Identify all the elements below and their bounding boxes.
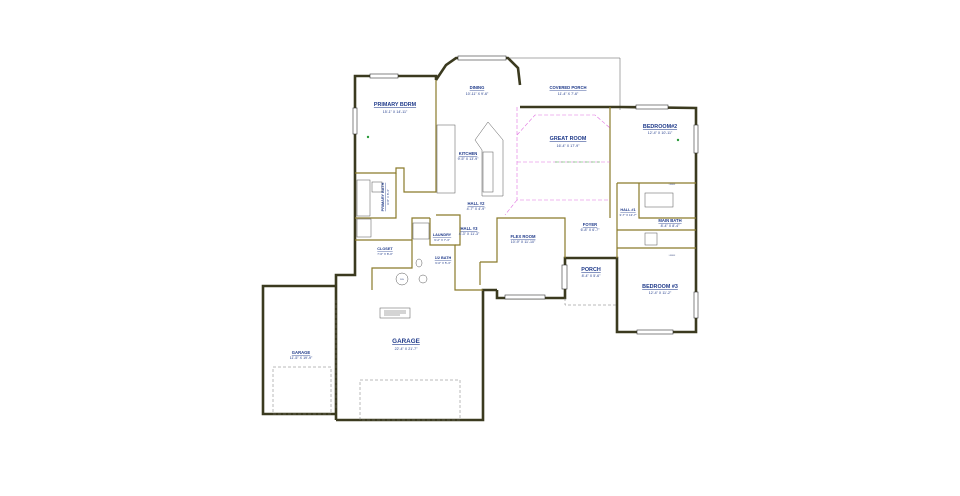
ceiling-lines — [504, 107, 611, 216]
garage-main-name: GARAGE — [392, 338, 420, 345]
hall3-dim: 4'-3" X 11'-3" — [459, 232, 480, 236]
covered-porch-dim: 11'-4" X 7'-6" — [558, 92, 579, 96]
linen-label-2: LINEN — [669, 255, 676, 257]
half-bath-name: 1/2 BATH — [435, 256, 452, 260]
bedroom3-name: BEDROOM #3 — [642, 284, 678, 290]
hall2-name: HALL #2 — [468, 201, 486, 206]
room-laundry: LAUNDRY 6'-2" X 7'-3" — [433, 233, 452, 242]
hall1-dim: 3'-7" X 13'-7" — [619, 213, 636, 217]
foyer-dim: 6'-8" X 6'-7" — [581, 228, 600, 232]
primary-bath-dim: 9'-8" X 8'-4" — [386, 189, 390, 205]
covered-porch-name: COVERED PORCH — [550, 85, 587, 90]
foyer-name: FOYER — [583, 222, 597, 227]
room-half-bath: 1/2 BATH 6'-0" X 5'-3" — [435, 256, 452, 265]
room-bedroom2: BEDROOM#2 12'-4" X 10'-11" — [643, 124, 677, 135]
room-garage-main: GARAGE 22'-4" X 21'-7" — [392, 338, 420, 351]
room-primary-bdrm: PRIMARY BDRM 15'-1" X 14'-11" — [374, 102, 417, 114]
primary-bdrm-name: PRIMARY BDRM — [374, 102, 417, 108]
porch-name: PORCH — [581, 267, 601, 273]
marker-dot — [366, 135, 370, 139]
porch-dim: 8'-4" X 5'-6" — [582, 274, 601, 278]
room-primary-bath: PRIMARY BATH 9'-8" X 8'-4" — [381, 182, 390, 211]
windows — [352, 55, 699, 335]
half-bath-dim: 6'-0" X 5'-3" — [435, 261, 451, 265]
flex-room-dim: 10'-9" X 11'-10" — [511, 240, 536, 244]
room-hall3: HALL #3 4'-3" X 11'-3" — [459, 226, 480, 236]
kitchen-dim: 9'-5" X 13'-9" — [458, 157, 479, 161]
hall3-name: HALL #3 — [461, 226, 479, 231]
garage-note-box — [379, 307, 411, 319]
room-hall2: HALL #2 4'-7" X 4'-9" — [467, 201, 486, 211]
exterior-walls — [261, 56, 698, 422]
primary-bdrm-dim: 15'-1" X 14'-11" — [383, 110, 408, 114]
room-closet: CLOSET 7'-6" X 8'-0" — [377, 247, 393, 256]
main-bath-dim: 8'-4" X 8'-4" — [661, 224, 680, 228]
room-main-bath: MAIN BATH 8'-4" X 8'-4" — [658, 218, 681, 228]
closet-dim: 7'-6" X 8'-0" — [377, 252, 393, 256]
garage-side-dim: 11'-5" X 19'-9" — [290, 356, 313, 360]
dining-dim: 10'-11" X 9'-6" — [466, 92, 489, 96]
closet-name: CLOSET — [377, 247, 393, 251]
great-room-name: GREAT ROOM — [550, 136, 587, 142]
garage-side-name: GARAGE — [292, 350, 311, 355]
hall1-name: HALL #1 — [620, 208, 635, 212]
hall2-dim: 4'-7" X 4'-9" — [467, 207, 486, 211]
bath-fixtures — [356, 179, 674, 286]
room-garage-side: GARAGE 11'-5" X 19'-9" — [290, 350, 313, 360]
room-dining: DINING 10'-11" X 9'-6" — [466, 85, 489, 96]
linen-label: LINEN — [669, 184, 676, 186]
room-bedroom3: BEDROOM #3 12'-4" X 11'-2" — [642, 284, 678, 295]
kitchen-name: KITCHEN — [459, 151, 478, 156]
interior-walls — [355, 80, 696, 291]
flex-room-name: FLEX ROOM — [511, 234, 536, 239]
bedroom2-name: BEDROOM#2 — [643, 124, 677, 130]
laundry-dim: 6'-2" X 7'-3" — [434, 238, 450, 242]
garage-main-dim: 22'-4" X 21'-7" — [395, 347, 418, 351]
marker-dot-2 — [676, 138, 680, 142]
primary-bath-name: PRIMARY BATH — [381, 182, 385, 211]
room-great-room: GREAT ROOM 16'-4" X 17'-9" — [550, 136, 587, 148]
main-bath-name: MAIN BATH — [658, 218, 681, 223]
laundry-name: LAUNDRY — [433, 233, 452, 237]
wh-label: W/H — [400, 279, 405, 281]
dining-name: DINING — [470, 85, 485, 90]
great-room-dim: 16'-4" X 17'-9" — [557, 144, 580, 148]
bedroom2-dim: 12'-4" X 10'-11" — [648, 131, 673, 135]
bedroom3-dim: 12'-4" X 11'-2" — [649, 291, 672, 295]
room-hall1: HALL #1 3'-7" X 13'-7" — [619, 208, 636, 217]
garage-doors — [272, 300, 461, 421]
room-porch: PORCH 8'-4" X 5'-6" — [581, 267, 601, 278]
room-covered-porch: COVERED PORCH 11'-4" X 7'-6" — [550, 85, 587, 96]
room-foyer: FOYER 6'-8" X 6'-7" — [581, 222, 600, 232]
room-kitchen: KITCHEN 9'-5" X 13'-9" — [458, 151, 479, 161]
room-flex-room: FLEX ROOM 10'-9" X 11'-10" — [511, 234, 536, 244]
